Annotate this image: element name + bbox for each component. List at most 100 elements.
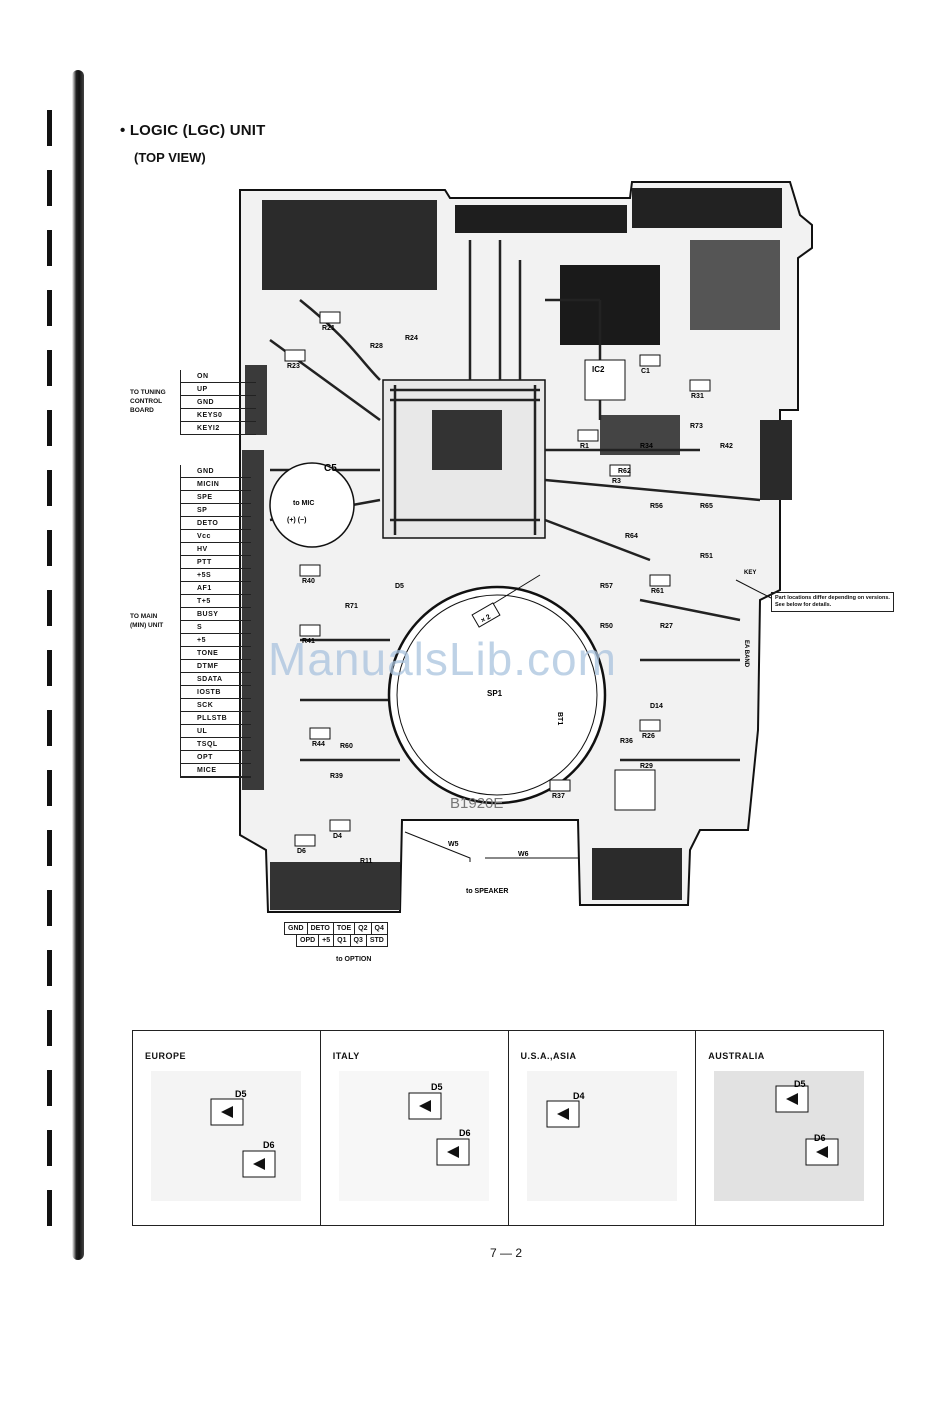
component-label: R57 xyxy=(600,583,613,590)
copper-fill xyxy=(242,450,264,790)
binder-mark xyxy=(47,230,52,266)
binder-mark xyxy=(47,710,52,746)
connector-pin: HV xyxy=(181,543,251,556)
watermark: ManualsLib.com xyxy=(268,633,617,685)
x2-label: × 2 xyxy=(480,613,492,624)
connector-pin: IOSTB xyxy=(181,686,251,699)
page-number: 7 — 2 xyxy=(490,1246,523,1260)
component-label: R23 xyxy=(287,363,300,370)
component-label: R21 xyxy=(322,325,335,332)
copper-fill xyxy=(262,200,437,290)
connector-pin: DETO xyxy=(181,517,251,530)
copper-fill xyxy=(600,415,680,455)
svg-text:D6: D6 xyxy=(263,1140,275,1150)
component-label: R39 xyxy=(330,773,343,780)
svg-text:D6: D6 xyxy=(814,1133,826,1143)
component-label: R62 xyxy=(618,468,631,475)
component-label: D6 xyxy=(297,848,306,855)
c5-label: C5 xyxy=(324,463,337,474)
component-label: C1 xyxy=(641,368,650,375)
copper-fill xyxy=(560,265,660,345)
connector-pin: BUSY xyxy=(181,608,251,621)
component-label: R64 xyxy=(625,533,638,540)
copper-fill xyxy=(632,188,782,228)
connector-pin: T+5 xyxy=(181,595,251,608)
component-label: R11 xyxy=(360,858,373,865)
connector-pin: UP xyxy=(181,383,256,396)
binder-mark xyxy=(47,830,52,866)
binder-mark xyxy=(47,1010,52,1046)
connector-pin: AF1 xyxy=(181,582,251,595)
connector-pin: Vcc xyxy=(181,530,251,543)
binder-mark xyxy=(47,890,52,926)
mic-label: to MIC xyxy=(293,500,314,507)
speaker-label: to SPEAKER xyxy=(466,888,508,895)
binder-mark xyxy=(47,410,52,446)
connector-pin: PLLSTB xyxy=(181,712,251,725)
component-labels: R21R23R24R1R3C1R31R61R26R40R41R44D4D6R37… xyxy=(287,325,733,865)
copper-fill xyxy=(455,205,627,233)
connector-pin: SP xyxy=(181,504,251,517)
speaker-inner xyxy=(396,594,598,796)
component-label: R34 xyxy=(640,443,653,450)
connector-pin: SDATA xyxy=(181,673,251,686)
mic-area xyxy=(269,462,355,548)
connector-pin: MICIN xyxy=(181,478,251,491)
binder-mark xyxy=(47,1070,52,1106)
option-pin: OPD xyxy=(295,934,320,947)
binder-mark xyxy=(47,110,52,146)
copper-fill xyxy=(760,420,792,500)
connector-pin: KEYI2 xyxy=(181,422,256,435)
connector-pin: SPE xyxy=(181,491,251,504)
ic2-label: IC2 xyxy=(592,365,605,374)
copper-fill xyxy=(270,862,400,910)
binder-mark xyxy=(47,350,52,386)
bt1-label: BT1 xyxy=(556,712,563,725)
option-pin: Q2 xyxy=(354,922,372,935)
connector-pin: OPT xyxy=(181,751,251,764)
page-subtitle: (TOP VIEW) xyxy=(134,150,206,165)
component-label: R71 xyxy=(345,603,358,610)
connector-pin: ON xyxy=(181,370,256,383)
variant-drawing: D5 D6 xyxy=(151,1071,301,1201)
binder-mark xyxy=(47,1190,52,1226)
binder-mark xyxy=(47,590,52,626)
component-label: R51 xyxy=(700,553,713,560)
svg-text:D5: D5 xyxy=(235,1089,247,1099)
x2-tag xyxy=(471,602,501,628)
variant-title: ITALY xyxy=(332,1051,360,1061)
component-label: R44 xyxy=(312,741,325,748)
component-label: R50 xyxy=(600,623,613,630)
note-leader xyxy=(735,579,772,599)
component-label: D5 xyxy=(395,583,404,590)
component-label: R27 xyxy=(660,623,673,630)
tuning-connector-label: to TUNING CONTROL BOARD xyxy=(130,389,166,414)
component-label: R41 xyxy=(302,638,315,645)
component-label: D4 xyxy=(333,833,342,840)
option-pin: Q3 xyxy=(349,934,367,947)
variant-drawing: D5 D6 xyxy=(338,1071,489,1201)
variant-panel-italy: ITALY D5 D6 xyxy=(321,1031,509,1225)
w5-label: W5 xyxy=(448,841,459,848)
component-label: R73 xyxy=(690,423,703,430)
version-note: Part locations differ depending on versi… xyxy=(771,592,894,612)
component-label: D14 xyxy=(650,703,663,710)
copper-fill xyxy=(690,240,780,330)
variant-drawing: D4 xyxy=(526,1071,677,1201)
connector-pin: MICE xyxy=(181,764,251,777)
option-pin: DETO xyxy=(306,922,334,935)
variant-title: AUSTRALIA xyxy=(708,1051,765,1061)
ea-band-label: EA BAND xyxy=(743,640,749,668)
connector-pin: TSQL xyxy=(181,738,251,751)
component-label: R56 xyxy=(650,503,663,510)
connector-pin: UL xyxy=(181,725,251,738)
component-label: R40 xyxy=(302,578,315,585)
connector-pin: KEYS0 xyxy=(181,409,256,422)
variant-panel-europe: EUROPE D5 D6 xyxy=(133,1031,321,1225)
option-pin: +5 xyxy=(318,934,335,947)
page-title: • LOGIC (LGC) UNIT xyxy=(120,122,266,139)
variant-drawing: D5 D6 xyxy=(714,1071,865,1201)
component-label: R24 xyxy=(405,335,418,342)
option-pin: Q4 xyxy=(370,922,388,935)
